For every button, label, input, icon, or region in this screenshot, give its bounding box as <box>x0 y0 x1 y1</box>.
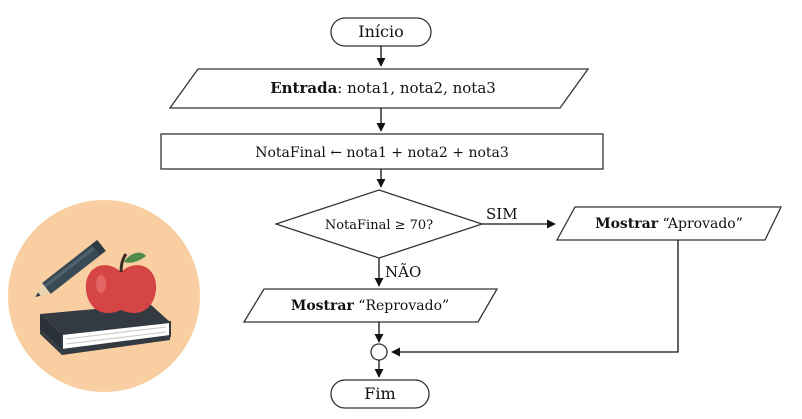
output-rejected-rest: “Reprovado” <box>354 298 449 314</box>
output-approved-rest: “Aprovado” <box>658 216 743 232</box>
end-label: Fim <box>364 384 395 403</box>
start-label: Início <box>358 22 403 41</box>
output-approved-text: Mostrar “Aprovado” <box>595 216 743 232</box>
input-text: Entrada: nota1, nota2, nota3 <box>270 79 496 97</box>
output-approved-keyword: Mostrar <box>595 216 659 232</box>
pencil-icon <box>35 239 106 298</box>
start-terminal: Início <box>330 17 432 47</box>
output-approved-parallelogram: Mostrar “Aprovado” <box>555 206 783 241</box>
merge-connector <box>370 343 388 361</box>
apple-icon <box>85 252 157 314</box>
input-parallelogram: Entrada: nota1, nota2, nota3 <box>168 68 590 109</box>
decision-diamond: NotaFinal ≥ 70? <box>273 189 485 259</box>
output-rejected-parallelogram: Mostrar “Reprovado” <box>242 288 499 323</box>
decision-label: NotaFinal ≥ 70? <box>325 218 433 233</box>
end-terminal: Fim <box>330 379 430 409</box>
input-rest: : nota1, nota2, nota3 <box>337 79 496 97</box>
output-rejected-text: Mostrar “Reprovado” <box>291 298 449 314</box>
output-rejected-keyword: Mostrar <box>291 298 355 314</box>
input-keyword: Entrada <box>270 79 337 97</box>
connector-approved-merge <box>391 240 679 357</box>
education-badge <box>8 200 200 392</box>
yes-label: SIM <box>486 205 518 223</box>
process-label: NotaFinal ← nota1 + nota2 + nota3 <box>255 145 509 161</box>
no-label: NÃO <box>385 263 421 281</box>
process-box: NotaFinal ← nota1 + nota2 + nota3 <box>160 133 604 170</box>
